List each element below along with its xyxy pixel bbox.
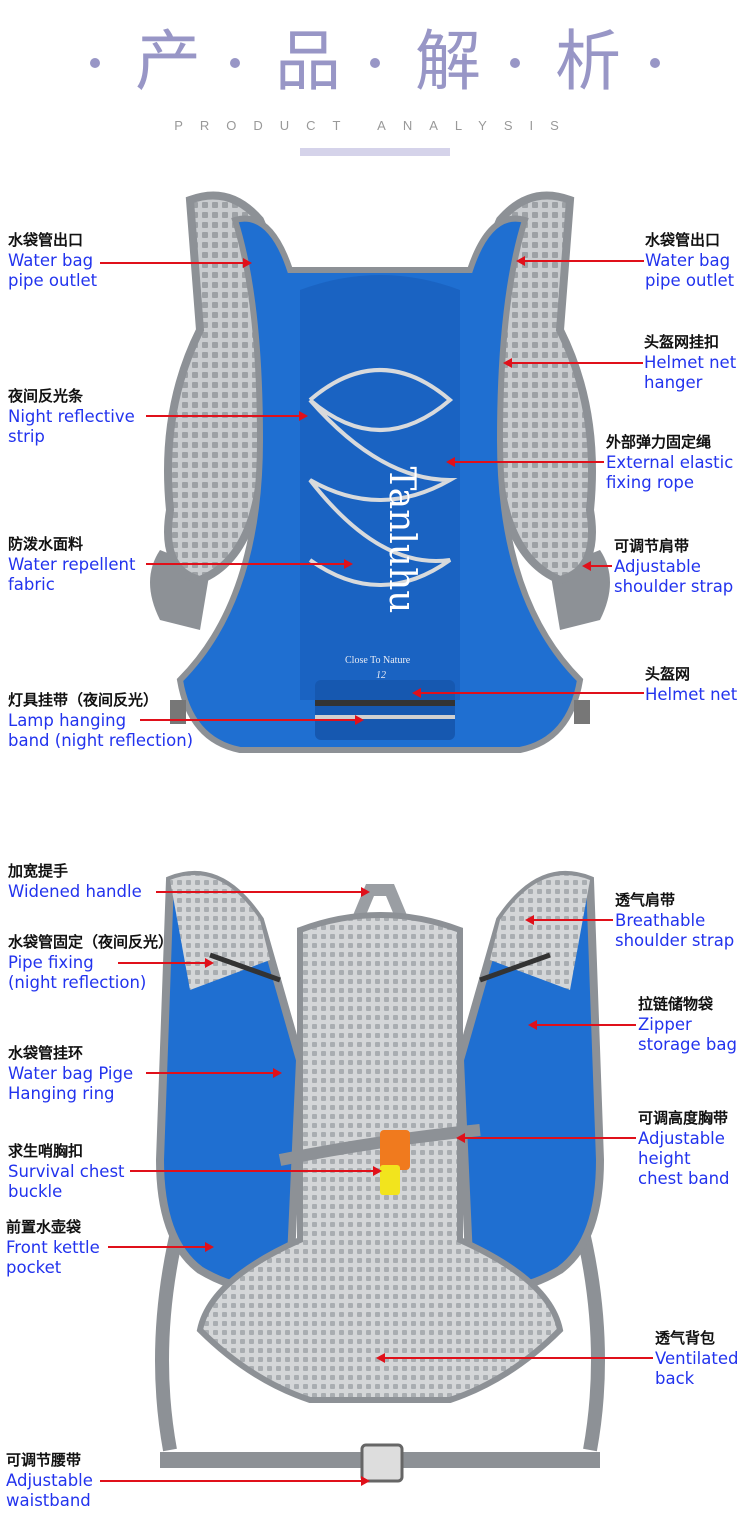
arrow-helmet-net: [412, 688, 644, 698]
label-night-reflective-strip: 夜间反光条 Night reflective strip: [8, 387, 135, 446]
arrow-kettle-pocket: [108, 1242, 214, 1252]
arrow-pipe-fixing: [118, 958, 214, 968]
label-water-bag-pipe-outlet-left: 水袋管出口 Water bag pipe outlet: [8, 231, 98, 290]
header-dot: [510, 58, 520, 68]
label-pipe-fixing: 水袋管固定（夜间反光） Pipe fixing (night reflectio…: [8, 933, 174, 992]
arrow-night-reflective: [146, 411, 308, 421]
svg-text:Tanluhu: Tanluhu: [381, 467, 422, 614]
arrow-pipe-outlet-right: [516, 256, 644, 266]
arrow-chest-band: [456, 1133, 636, 1143]
header-title-char: 解: [415, 23, 481, 100]
label-widened-handle: 加宽提手 Widened handle: [8, 862, 142, 901]
arrow-ventilated-back: [376, 1353, 653, 1363]
header-dot: [230, 58, 240, 68]
header-dot: [650, 58, 660, 68]
label-zipper-storage-bag: 拉链储物袋 Zipper storage bag: [638, 995, 737, 1054]
label-lamp-hanging-band: 灯具挂带（夜间反光） Lamp hanging band (night refl…: [8, 691, 194, 750]
label-helmet-net-hanger: 头盔网挂扣 Helmet net hanger: [644, 333, 737, 392]
arrow-hanging-ring: [146, 1068, 282, 1078]
label-water-bag-pipe-outlet-right: 水袋管出口 Water bag pipe outlet: [645, 231, 735, 290]
front-brand-number: 12: [376, 670, 386, 681]
label-ventilated-back: 透气背包 Ventilated back: [655, 1329, 739, 1388]
arrow-breathable-strap: [525, 915, 613, 925]
label-water-repellent-fabric: 防泼水面料 Water repellent fabric: [8, 535, 136, 594]
arrow-survival-buckle: [130, 1166, 382, 1176]
arrow-water-repellent: [146, 559, 353, 569]
arrow-lamp-hanging: [140, 715, 364, 725]
front-brand-tagline: Close To Nature: [345, 655, 411, 666]
header-underline: [300, 148, 450, 156]
header-dot: [370, 58, 380, 68]
header-subtitle: PRODUCT ANALYSIS: [174, 118, 576, 133]
arrow-helmet-net-hanger: [503, 358, 643, 368]
label-adjustable-waistband: 可调节腰带 Adjustable waistband: [6, 1451, 93, 1510]
header-title-char: 析: [555, 23, 621, 100]
header-dot: [90, 58, 100, 68]
label-front-kettle-pocket: 前置水壶袋 Front kettle pocket: [6, 1218, 100, 1277]
arrow-adjustable-shoulder: [582, 561, 612, 571]
label-breathable-shoulder-strap: 透气肩带 Breathable shoulder strap: [615, 891, 735, 950]
arrow-external-elastic: [446, 457, 604, 467]
arrow-waistband: [100, 1476, 370, 1486]
arrow-zipper-storage: [528, 1020, 636, 1030]
label-helmet-net: 头盔网 Helmet net: [645, 665, 738, 704]
arrow-pipe-outlet-left: [100, 258, 252, 268]
label-survival-chest-buckle: 求生哨胸扣 Survival chest buckle: [8, 1142, 125, 1201]
arrow-widened-handle: [156, 887, 370, 897]
header-title-char: 产: [135, 23, 201, 100]
label-water-bag-hanging-ring: 水袋管挂环 Water bag Pige Hanging ring: [8, 1044, 134, 1103]
back-backpack-image: [155, 871, 605, 1483]
label-adjustable-shoulder-strap-front: 可调节肩带 Adjustable shoulder strap: [614, 537, 734, 596]
label-external-elastic-rope: 外部弹力固定绳 External elastic fixing rope: [606, 433, 734, 492]
label-adjustable-chest-band: 可调高度胸带 Adjustable height chest band: [638, 1109, 730, 1188]
header-title-char: 品: [275, 23, 341, 100]
front-backpack-image: Tanluhu: [150, 191, 610, 753]
